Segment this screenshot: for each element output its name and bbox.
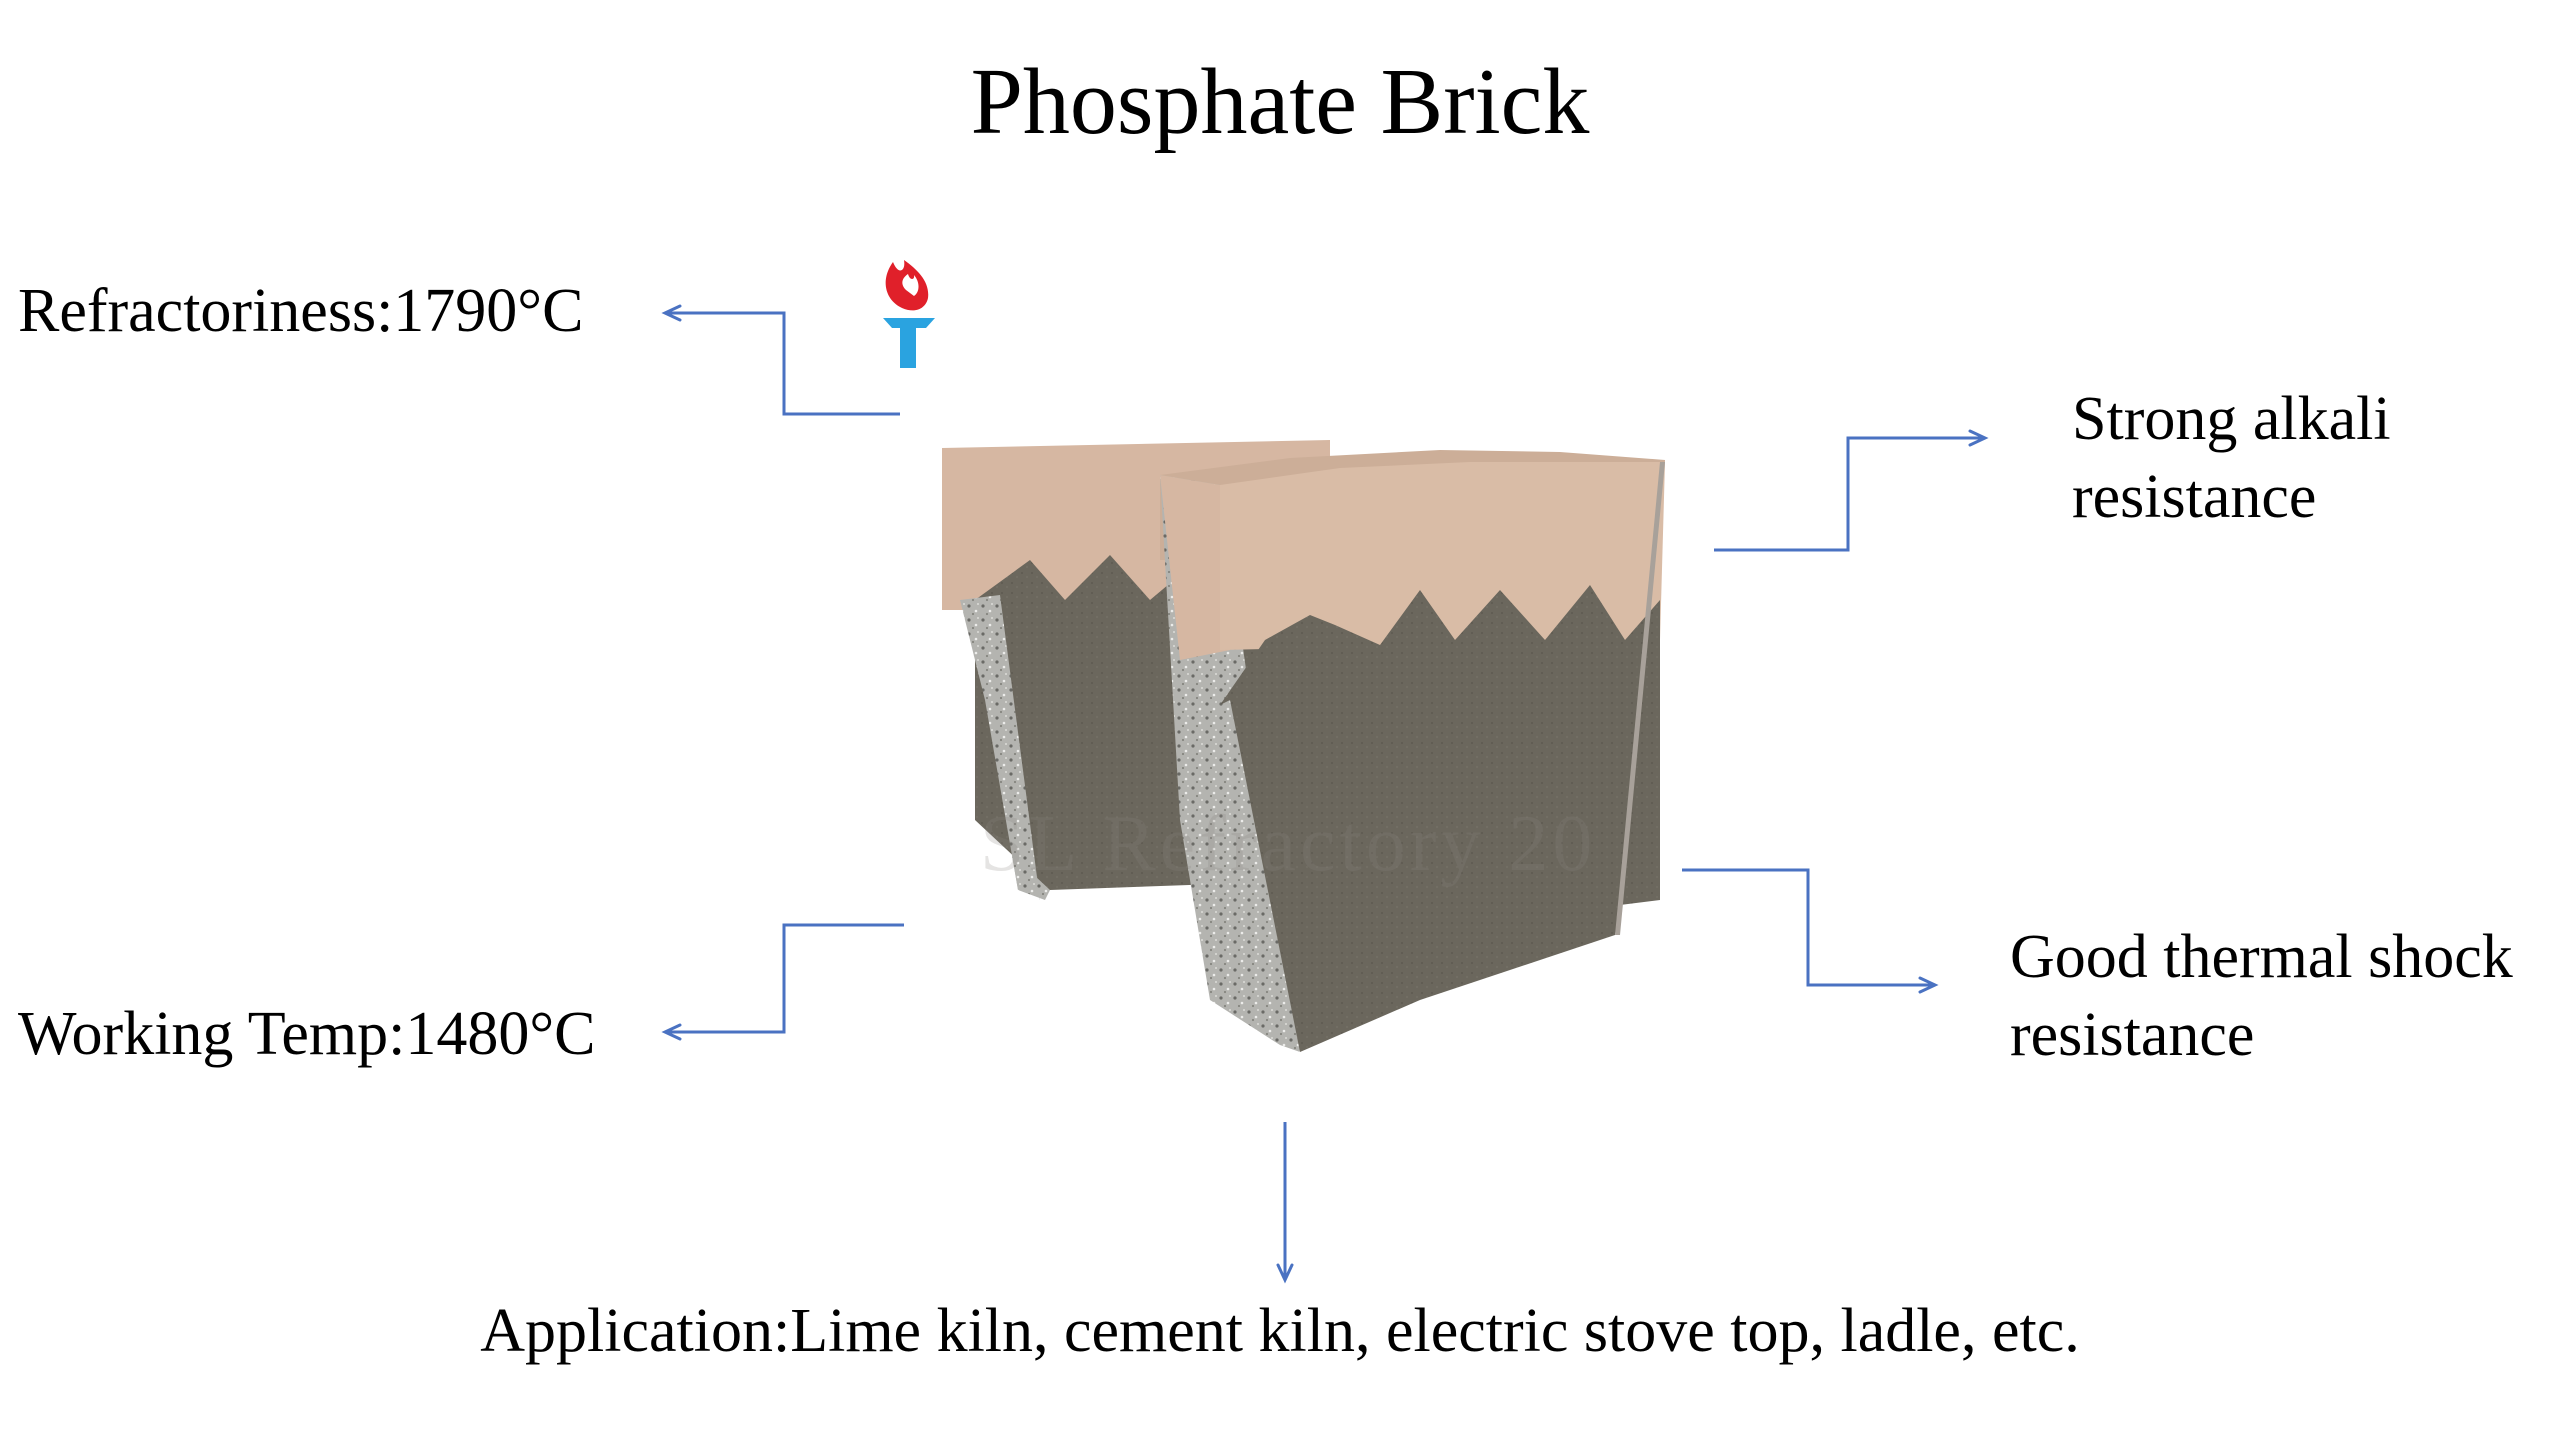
connector-refractoriness <box>661 304 900 416</box>
connector-alkali <box>1714 429 1989 552</box>
working-temp-label: Working Temp:1480°C <box>18 1000 596 1068</box>
connector-thermal <box>1682 868 1939 994</box>
page-title: Phosphate Brick <box>970 50 1590 154</box>
watermark-text: SL Refractory 20 <box>980 800 1596 888</box>
front-brick-right-edge <box>1615 462 1665 935</box>
refractoriness-label: Refractoriness:1790°C <box>18 277 584 345</box>
front-brick <box>1160 450 1665 1052</box>
alkali-resistance-line-2: resistance <box>2072 463 2317 531</box>
thermal-shock-line-1: Good thermal shock <box>2010 923 2513 991</box>
back-brick-speckled-side <box>960 595 1040 900</box>
alkali-resistance-line-1: Strong alkali <box>2072 385 2391 453</box>
front-brick-front-top <box>1220 462 1665 650</box>
torch-icon <box>883 260 935 368</box>
front-brick-side-top <box>1160 475 1230 660</box>
thermal-shock-line-2: resistance <box>2010 1001 2255 1069</box>
front-brick-corroded-face <box>1220 585 1660 1052</box>
connector-working-temp <box>661 923 904 1041</box>
thermal-shock-label: Good thermal shock resistance <box>2010 918 2513 1074</box>
alkali-resistance-label: Strong alkali resistance <box>2072 380 2391 536</box>
application-label: Application:Lime kiln, cement kiln, elec… <box>480 1297 2080 1365</box>
connector-application <box>1276 1122 1294 1284</box>
